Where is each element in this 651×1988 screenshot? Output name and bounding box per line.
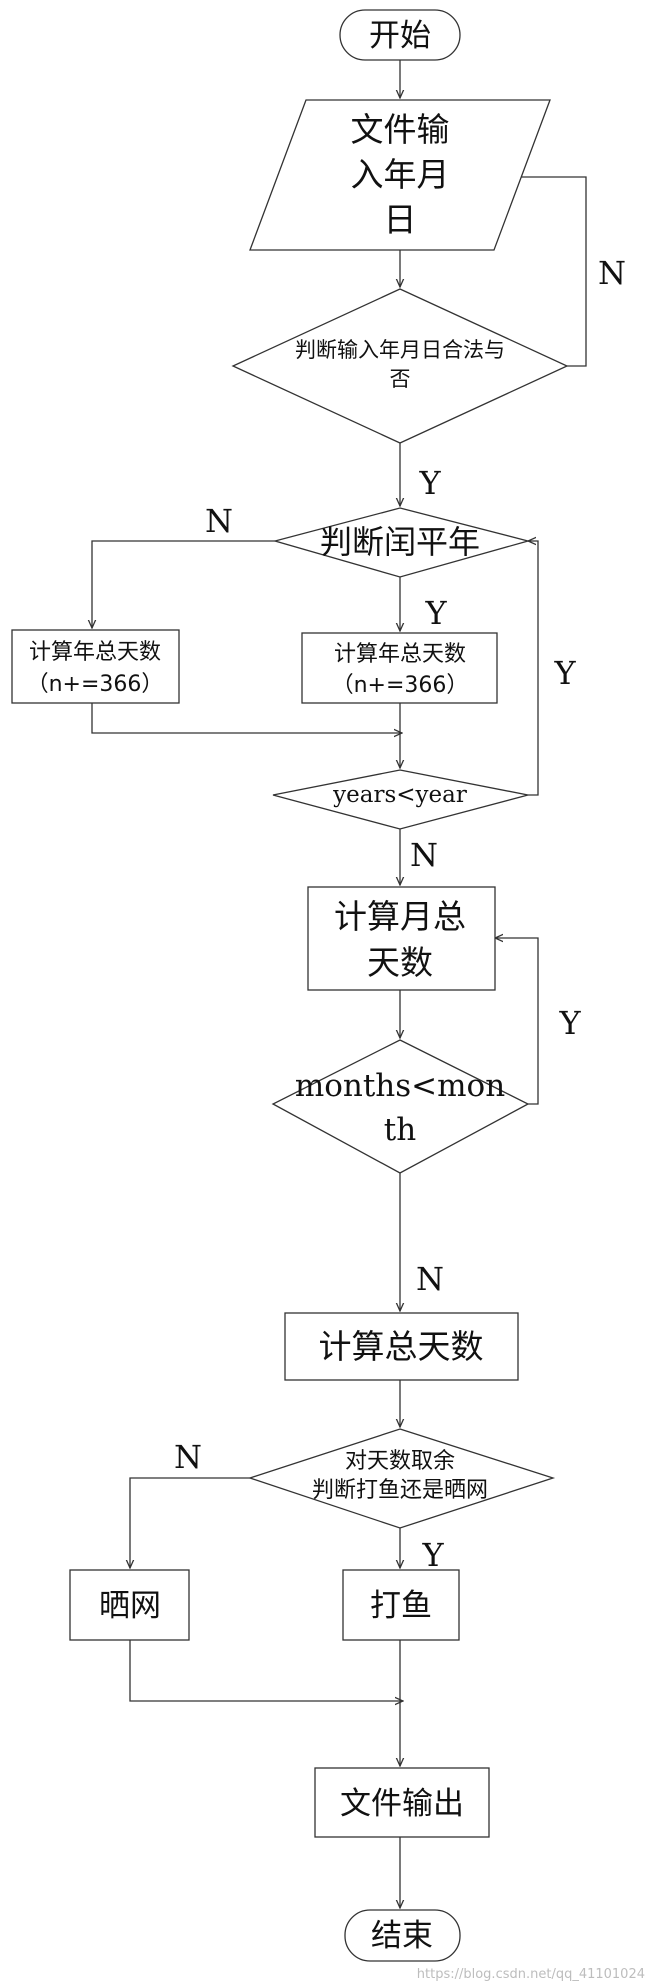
- edge-leap-no: [92, 540, 275, 628]
- edge-mod-dry: [130, 1477, 250, 1568]
- svg-text:晒网: 晒网: [99, 1588, 161, 1624]
- svg-text:months<mon: months<mon: [295, 1068, 505, 1104]
- svg-text:计算月总: 计算月总: [334, 897, 466, 936]
- node-calc-left: 计算年总天数 （n+=366）: [11, 629, 180, 704]
- node-dry: 晒网: [69, 1569, 190, 1641]
- label-years-y: Y: [553, 654, 576, 692]
- svg-text:文件输: 文件输: [351, 110, 450, 149]
- svg-text:开始: 开始: [369, 18, 431, 54]
- connectors: [91, 60, 587, 1908]
- svg-text:入年月: 入年月: [351, 155, 450, 194]
- node-leap: 判断闰平年: [272, 507, 531, 578]
- label-months-n: N: [416, 1260, 444, 1298]
- node-output: 文件输出: [314, 1767, 490, 1838]
- svg-text:计算年总天数: 计算年总天数: [29, 640, 161, 665]
- node-start: 开始: [339, 9, 461, 61]
- node-check-valid: 判断输入年月日合法与 否: [231, 288, 569, 444]
- node-total: 计算总天数: [284, 1312, 519, 1381]
- svg-text:打鱼: 打鱼: [370, 1588, 432, 1624]
- edge-left-calc-merge: [91, 703, 402, 733]
- edge-valid-no-loop: [512, 177, 587, 367]
- svg-text:否: 否: [390, 367, 411, 391]
- edge-labels: N Y N Y Y N Y N N Y: [174, 254, 626, 1574]
- node-fish: 打鱼: [342, 1569, 460, 1641]
- node-months-cond: months<mon th: [271, 1039, 530, 1174]
- node-month-calc: 计算月总 天数: [307, 886, 496, 991]
- svg-text:结束: 结束: [371, 1918, 433, 1954]
- node-mod: 对天数取余 判断打鱼还是晒网: [247, 1428, 556, 1529]
- node-input: 文件输 入年月 日: [249, 99, 551, 251]
- svg-text:计算年总天数: 计算年总天数: [334, 642, 466, 667]
- label-mod-y: Y: [421, 1536, 444, 1574]
- svg-text:文件输出: 文件输出: [340, 1786, 464, 1822]
- node-years-cond: years<year: [272, 769, 529, 830]
- svg-text:天数: 天数: [367, 943, 433, 982]
- svg-text:判断闰平年: 判断闰平年: [320, 523, 480, 561]
- svg-text:日: 日: [384, 200, 417, 239]
- node-calc-right: 计算年总天数 （n+=366）: [301, 632, 498, 704]
- svg-text:（n+=366）: （n+=366）: [332, 673, 469, 698]
- label-leap-y: Y: [424, 594, 447, 632]
- node-end: 结束: [344, 1909, 461, 1962]
- watermark: https://blog.csdn.net/qq_41101024: [417, 1967, 645, 1982]
- label-mod-n: N: [174, 1438, 202, 1476]
- edge-months-yes-loop: [495, 938, 539, 1105]
- edge-years-yes-loop: [528, 541, 539, 796]
- label-months-y: Y: [558, 1004, 581, 1042]
- label-valid-y: Y: [418, 464, 441, 502]
- svg-text:对天数取余: 对天数取余: [345, 1449, 455, 1474]
- svg-text:计算总天数: 计算总天数: [319, 1327, 484, 1366]
- svg-text:years<year: years<year: [332, 782, 467, 808]
- svg-text:（n+=366）: （n+=366）: [27, 672, 164, 697]
- svg-text:判断打鱼还是晒网: 判断打鱼还是晒网: [312, 1478, 488, 1503]
- label-leap-n: N: [205, 502, 233, 540]
- label-valid-n: N: [598, 254, 626, 292]
- svg-text:判断输入年月日合法与: 判断输入年月日合法与: [295, 338, 505, 362]
- svg-text:th: th: [384, 1112, 416, 1148]
- label-years-n: N: [410, 836, 438, 874]
- edge-dry-merge: [129, 1640, 403, 1701]
